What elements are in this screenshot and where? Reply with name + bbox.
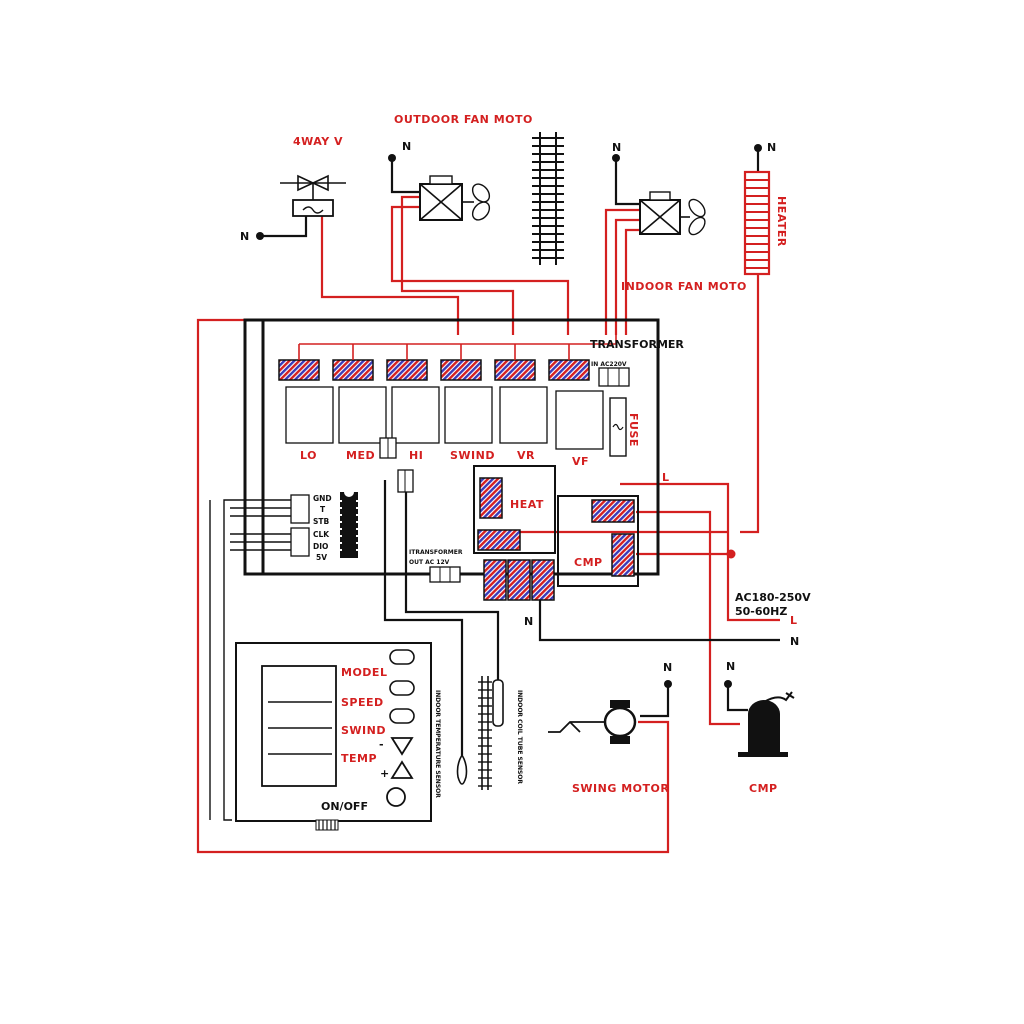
relay-label: LO	[300, 449, 317, 462]
cmp-relay-coil-b	[611, 533, 635, 577]
compressor-label: CMP	[749, 782, 778, 795]
relay-label: SWIND	[450, 449, 495, 462]
cmp-relay-label: CMP	[574, 556, 603, 569]
speed-button-label: SPEED	[341, 696, 384, 709]
swing-button[interactable]	[389, 708, 415, 724]
pin-label: 5V	[316, 553, 327, 562]
swing-button-label: SWIND	[341, 724, 386, 737]
connector-pin-labels: GND T STB CLK DIO 5V	[313, 494, 332, 562]
temp-button-label: TEMP	[341, 752, 377, 765]
pin-header-bottom	[290, 527, 310, 557]
ic-chip	[339, 492, 359, 558]
indoor-temperature-sensor: INDOOR TEMPERATURE SENSOR	[434, 690, 468, 798]
relay-labels: LO MED HI SWIND VR VF	[300, 449, 589, 468]
relay-coils	[278, 335, 617, 381]
bottom-relay-1	[483, 559, 507, 601]
relay-vr	[499, 386, 548, 444]
relay-coil-vf	[548, 359, 590, 381]
pin-header-top	[290, 494, 310, 524]
four-way-neutral-label: N	[240, 230, 249, 243]
relay-hi	[391, 386, 440, 444]
speed-button[interactable]	[389, 680, 415, 696]
fuse-label: FUSE	[627, 413, 640, 447]
heater-neutral-label: N	[767, 141, 776, 154]
relay-label: VR	[517, 449, 535, 462]
temp-minus-sign: -	[379, 738, 384, 751]
indoor-fan-label: INDOOR FAN MOTO	[621, 280, 747, 293]
heat-exchanger-coil	[532, 132, 564, 265]
relay-lo	[285, 386, 334, 444]
control-board	[243, 318, 660, 601]
relay-coil-med	[332, 359, 374, 381]
indoor-coil-sensor-label: INDOOR COIL TUBE SENSOR	[516, 690, 523, 784]
cmp-relay-coil-a	[591, 499, 635, 523]
heat-relay-coil-b	[477, 529, 521, 551]
pin-label: T	[320, 505, 326, 514]
heater: N HEATER	[743, 141, 788, 276]
four-way-valve: 4WAY V N	[240, 135, 346, 243]
transformer-input-label: IN AC220V	[591, 361, 627, 368]
temp-up-button[interactable]	[390, 760, 414, 779]
relay-label: MED	[346, 449, 375, 462]
swing-neutral-label: N	[663, 661, 672, 674]
live-label-right: L	[790, 614, 798, 627]
display-panel	[235, 642, 432, 831]
swing-motor: N SWING MOTOR	[548, 661, 672, 795]
relay-coil-vr	[494, 359, 536, 381]
red-wires	[196, 195, 780, 854]
supply-voltage-label: AC180-250V	[735, 591, 811, 604]
indoor-fan-motor: N INDOOR FAN MOTO	[612, 141, 747, 293]
transformer-label: TRANSFORMER	[590, 338, 684, 351]
neutral-label-right: N	[790, 635, 799, 648]
bottom-relay-2	[507, 559, 531, 601]
relay-label: VF	[572, 455, 589, 468]
neutral-label-board: N	[524, 615, 533, 628]
compressor-neutral-label: N	[726, 660, 735, 673]
indoor-temp-sensor-label: INDOOR TEMPERATURE SENSOR	[434, 690, 441, 798]
heat-relay-coil-a	[479, 477, 503, 519]
black-wires	[209, 144, 780, 821]
live-label-top: L	[662, 471, 670, 484]
transformer-input-connector	[598, 367, 630, 387]
heat-relay-box	[473, 465, 556, 554]
panel-buttons: MODEL SPEED SWIND TEMP - + ON/OFF	[321, 649, 415, 813]
power-button-label: ON/OFF	[321, 800, 368, 813]
indoor-fan-neutral-label: N	[612, 141, 621, 154]
relay-label: HI	[409, 449, 423, 462]
pin-label: DIO	[313, 542, 328, 551]
outdoor-fan-motor: OUTDOOR FAN MOTO N	[394, 113, 533, 221]
pin-label: GND	[313, 494, 332, 503]
indoor-coil-sensor: INDOOR COIL TUBE SENSOR	[492, 679, 523, 784]
relay-vf	[555, 390, 604, 450]
coil-tube	[478, 676, 492, 790]
power-button[interactable]	[386, 787, 406, 807]
heat-label: HEAT	[510, 498, 544, 511]
relay-med	[338, 386, 387, 444]
swing-motor-label: SWING MOTOR	[572, 782, 669, 795]
outdoor-fan-neutral-label: N	[402, 140, 411, 153]
compressor: N CMP	[726, 660, 795, 795]
relay-bodies	[285, 386, 604, 450]
temp-plus-sign: +	[380, 767, 389, 780]
relay-coil-hi	[386, 359, 428, 381]
transformer-output-label-2: OUT AC 12V	[409, 559, 450, 566]
outdoor-fan-label: OUTDOOR FAN MOTO	[394, 113, 533, 126]
heater-label: HEATER	[775, 196, 788, 247]
relay-swind	[444, 386, 493, 444]
bottom-relay-3	[531, 559, 555, 601]
cmp-relay-box	[557, 495, 639, 587]
temp-down-button[interactable]	[390, 737, 414, 756]
fuse	[609, 397, 627, 457]
pin-label: CLK	[313, 530, 330, 539]
transformer-output-label-1: ITRANSFORMER	[409, 549, 463, 556]
mode-button[interactable]	[389, 649, 415, 665]
relay-coil-lo	[278, 359, 320, 381]
relay-coil-swind	[440, 359, 482, 381]
transformer-output-connector	[429, 566, 461, 583]
mode-button-label: MODEL	[341, 666, 387, 679]
supply-frequency-label: 50-60HZ	[735, 605, 787, 618]
four-way-valve-label: 4WAY V	[293, 135, 343, 148]
pin-label: STB	[313, 517, 330, 526]
